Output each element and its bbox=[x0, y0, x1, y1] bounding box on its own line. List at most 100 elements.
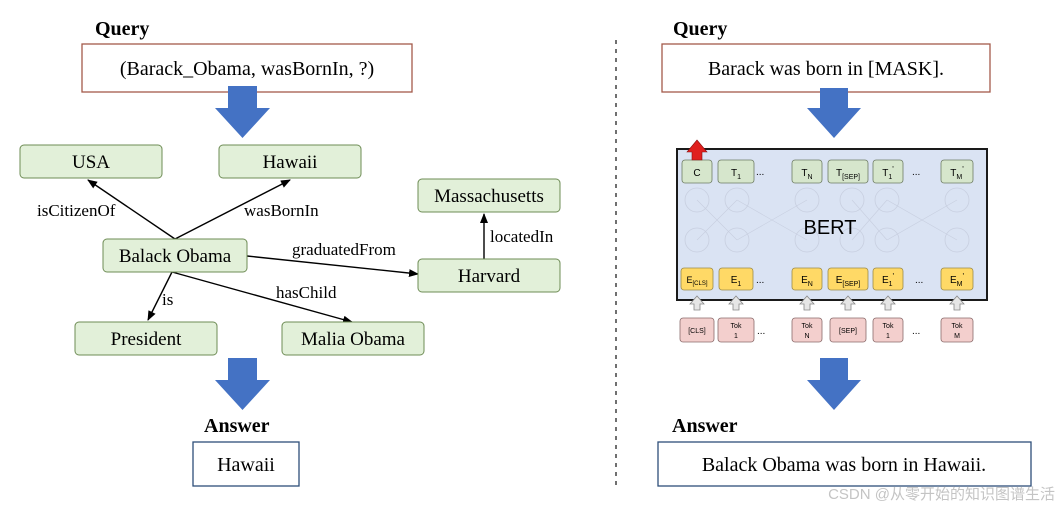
bert-token-ellipsis-2: ... bbox=[912, 326, 920, 337]
edge-has-child bbox=[171, 271, 353, 324]
bert-embedding-emp-sub: M bbox=[957, 281, 963, 288]
node-balack-obama-label: Balack Obama bbox=[119, 246, 232, 267]
bert-embedding-e1p-main: E bbox=[882, 275, 889, 286]
bert-output-t1p-prime: ' bbox=[892, 165, 894, 174]
svg-text:E1: E1 bbox=[731, 275, 742, 288]
bert-token-n-bottom: N bbox=[804, 333, 809, 340]
right-query-text: Barack was born in [MASK]. bbox=[708, 58, 944, 80]
bert-diagram: BERT C T1 ... TN T[SEP] bbox=[676, 139, 988, 343]
svg-text:E[CLS]: E[CLS] bbox=[686, 275, 707, 287]
node-president-label: President bbox=[111, 329, 182, 350]
left-query-box bbox=[81, 43, 413, 93]
bert-output-c: C bbox=[681, 159, 713, 184]
bert-embedding-ecls-main: E bbox=[686, 275, 692, 285]
bert-output-c-label: C bbox=[693, 168, 700, 179]
svg-text:EN: EN bbox=[801, 275, 813, 288]
bert-embedding-esep: E[SEP] bbox=[827, 267, 869, 291]
bert-token-cls-label: [CLS] bbox=[688, 328, 706, 335]
svg-text:T1': T1' bbox=[882, 165, 894, 181]
bert-output-t1-main: T bbox=[731, 168, 737, 179]
svg-text:E[SEP]: E[SEP] bbox=[836, 275, 861, 288]
bert-token-1-bottom: 1 bbox=[734, 333, 738, 340]
bert-embedding-e1-sub: 1 bbox=[737, 281, 741, 288]
left-down-arrow-bottom bbox=[215, 358, 270, 410]
node-malia-obama: Malia Obama bbox=[281, 321, 425, 356]
bert-embedding-e1p-sub: 1 bbox=[889, 281, 893, 288]
bert-input-arrows bbox=[689, 295, 965, 311]
svg-text:T[SEP]: T[SEP] bbox=[836, 168, 860, 181]
bert-output-tm-prime: TM' bbox=[940, 159, 974, 184]
left-query-text: (Barack_Obama, wasBornIn, ?) bbox=[120, 58, 374, 80]
right-answer-label: Answer bbox=[672, 415, 738, 437]
edge-label-graduated-from: graduatedFrom bbox=[292, 240, 396, 259]
cls-output-arrow bbox=[686, 139, 708, 161]
bert-embedding-e1-main: E bbox=[731, 275, 738, 286]
bert-embedding-emp-main: E bbox=[950, 275, 957, 286]
bert-label: BERT bbox=[804, 217, 857, 239]
node-malia-obama-label: Malia Obama bbox=[301, 329, 406, 350]
bert-token-m-bottom: M bbox=[954, 333, 960, 340]
edge-label-was-born-in: wasBornIn bbox=[244, 201, 319, 220]
bert-token-1p-bottom: 1 bbox=[886, 333, 890, 340]
left-panel: Query (Barack_Obama, wasBornIn, ?) isCit… bbox=[19, 18, 561, 487]
right-query-box bbox=[661, 43, 991, 93]
bert-token-1: Tok 1 bbox=[717, 317, 755, 343]
bert-output-ellipsis-1: ... bbox=[756, 167, 764, 178]
node-usa-label: USA bbox=[72, 152, 110, 173]
edge-label-located-in: locatedIn bbox=[490, 227, 554, 246]
edge-label-is-citizen-of: isCitizenOf bbox=[37, 201, 116, 220]
left-answer-box bbox=[192, 441, 300, 487]
bert-token-n: Tok N bbox=[791, 317, 823, 343]
bert-output-t1: T1 bbox=[717, 159, 755, 184]
node-hawaii: Hawaii bbox=[218, 144, 362, 179]
bert-embedding-en-main: E bbox=[801, 275, 808, 286]
node-usa: USA bbox=[19, 144, 163, 179]
bert-output-t1-prime: T1' bbox=[872, 159, 904, 184]
bert-output-row: C T1 ... TN T[SEP] T1' bbox=[681, 159, 974, 184]
bert-embedding-esep-main: E bbox=[836, 275, 843, 286]
bert-embedding-ellipsis-1: ... bbox=[756, 275, 764, 286]
node-massachusetts: Massachusetts bbox=[417, 178, 561, 213]
bert-output-tn: TN bbox=[791, 159, 823, 184]
edge-was-born-in bbox=[174, 179, 291, 240]
bert-embedding-en: EN bbox=[791, 267, 823, 291]
bert-embedding-em-prime: EM' bbox=[940, 267, 974, 291]
bert-token-1-top: Tok bbox=[731, 323, 742, 330]
bert-output-t1-sub: 1 bbox=[737, 174, 741, 181]
edge-is-citizen-of bbox=[87, 179, 176, 240]
left-answer-text: Hawaii bbox=[217, 454, 275, 476]
bert-output-t1p-sub: 1 bbox=[888, 174, 892, 181]
bert-output-tmp-main: T bbox=[950, 168, 956, 179]
left-down-arrow-top bbox=[215, 86, 270, 138]
edge-graduated-from bbox=[246, 255, 419, 278]
bert-token-1-prime: Tok 1 bbox=[872, 317, 904, 343]
node-hawaii-label: Hawaii bbox=[263, 152, 318, 173]
bert-network-mesh bbox=[684, 187, 970, 253]
bert-output-tsep-sub: [SEP] bbox=[842, 174, 860, 181]
right-down-arrow-top bbox=[807, 88, 861, 138]
svg-text:EM': EM' bbox=[950, 272, 965, 288]
right-query-label: Query bbox=[673, 18, 727, 40]
bert-embedding-ecls: E[CLS] bbox=[680, 267, 714, 291]
node-massachusetts-label: Massachusetts bbox=[434, 186, 544, 207]
bert-output-t1p-main: T bbox=[882, 168, 888, 179]
bert-output-tsep: T[SEP] bbox=[827, 159, 869, 184]
bert-token-m: Tok M bbox=[940, 317, 974, 343]
bert-token-sep-label: [SEP] bbox=[839, 328, 857, 335]
bert-token-row: [CLS] Tok 1 ... Tok N [SEP] bbox=[679, 317, 974, 343]
edge-label-is: is bbox=[162, 290, 173, 309]
svg-text:T1: T1 bbox=[731, 168, 741, 181]
bert-embedding-en-sub: N bbox=[808, 281, 813, 288]
right-answer-text: Balack Obama was born in Hawaii. bbox=[702, 454, 986, 476]
bert-embedding-emp-prime: ' bbox=[962, 272, 964, 281]
right-panel: Query Barack was born in [MASK]. bbox=[657, 18, 1032, 487]
bert-output-tsep-main: T bbox=[836, 168, 842, 179]
node-harvard: Harvard bbox=[417, 258, 561, 293]
node-harvard-label: Harvard bbox=[458, 266, 521, 287]
svg-text:TN: TN bbox=[801, 168, 812, 181]
bert-token-cls: [CLS] bbox=[679, 317, 715, 343]
edge-is bbox=[147, 271, 173, 321]
edge-label-has-child: hasChild bbox=[276, 283, 337, 302]
bert-embedding-ecls-sub: [CLS] bbox=[693, 281, 708, 287]
